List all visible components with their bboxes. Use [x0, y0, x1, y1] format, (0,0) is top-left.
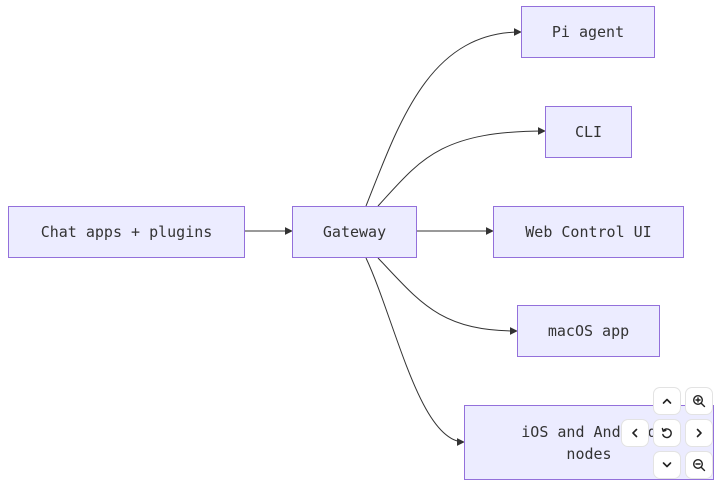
- node-pi-agent: Pi agent: [521, 6, 655, 58]
- node-label: Gateway: [322, 223, 387, 241]
- zoom-in-icon: [692, 394, 706, 408]
- edge-gateway-to-pi-agent: [365, 28, 522, 207]
- zoom-out-button[interactable]: [686, 452, 712, 478]
- pan-right-button[interactable]: [686, 420, 712, 446]
- edge-gateway-to-cli: [377, 127, 546, 207]
- reset-icon: [661, 427, 672, 439]
- node-label: Web Control UI: [525, 223, 652, 241]
- pan-down-button[interactable]: [654, 452, 680, 478]
- node-chat-apps-plugins: Chat apps + plugins: [8, 206, 245, 258]
- chevron-left-icon: [632, 428, 638, 438]
- node-label: macOS app: [547, 322, 630, 340]
- zoom-in-button[interactable]: [686, 388, 712, 414]
- node-label: Chat apps + plugins: [40, 223, 213, 241]
- node-label: Pi agent: [551, 23, 625, 41]
- node-gateway: Gateway: [292, 206, 417, 258]
- pan-left-button[interactable]: [622, 420, 648, 446]
- chevron-up-icon: [662, 398, 672, 404]
- node-web-control-ui: Web Control UI: [493, 206, 684, 258]
- edge-gateway-to-ios-android-nodes: [365, 257, 465, 446]
- edge-gateway-to-macos-app: [377, 257, 518, 335]
- zoom-out-icon: [692, 458, 706, 472]
- node-label: CLI: [574, 123, 603, 141]
- chevron-right-icon: [696, 428, 702, 438]
- reset-view-button[interactable]: [654, 420, 680, 446]
- pan-up-button[interactable]: [654, 388, 680, 414]
- node-cli: CLI: [545, 106, 632, 158]
- node-macos-app: macOS app: [517, 305, 660, 357]
- chevron-down-icon: [662, 462, 672, 468]
